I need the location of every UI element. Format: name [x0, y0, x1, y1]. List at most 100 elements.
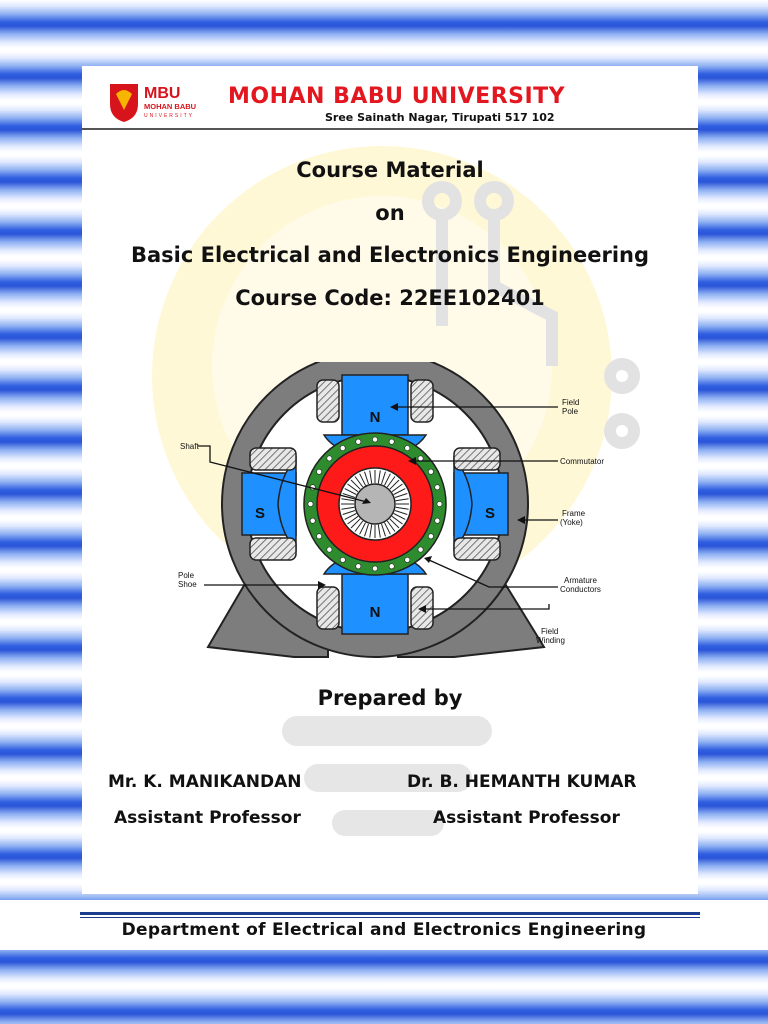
commutator-segment	[347, 483, 359, 493]
commutator-segment	[381, 523, 386, 537]
course-code: Course Code: 22EE102401	[235, 286, 545, 310]
leader-lines	[198, 406, 558, 610]
commutator-segment	[395, 498, 409, 502]
armature-conductor	[404, 445, 411, 451]
armature-conductor	[326, 455, 333, 462]
commutator-segment	[394, 493, 408, 498]
commutator-segment	[393, 513, 406, 520]
armature-conductor	[316, 468, 322, 475]
commutator-segment	[391, 515, 403, 525]
commutator-segments	[341, 470, 409, 538]
label-armature-2: Conductors	[560, 585, 601, 594]
armature-conductor	[372, 436, 378, 443]
commutator-segment	[342, 510, 356, 515]
armature-conductor	[388, 438, 395, 445]
pole-label-north-bottom: N	[370, 604, 381, 621]
cover-page: MBU MOHAN BABU UNIVERSITY MOHAN BABU UNI…	[82, 66, 698, 894]
commutator-segment	[395, 506, 409, 510]
footer-rule	[80, 912, 700, 915]
armature-conductor	[404, 556, 411, 563]
commutator-segment	[377, 524, 381, 538]
label-frame-1: Frame	[562, 509, 586, 518]
armature	[303, 432, 447, 576]
armature-conductor	[372, 565, 378, 572]
commutator-segment	[364, 523, 369, 537]
armature-conductor	[427, 468, 434, 475]
dc-machine-diagram: N N S S Field Pole Commutator	[178, 362, 604, 658]
footer-background	[0, 900, 768, 950]
label-pole-shoe-1: Pole	[178, 571, 195, 580]
title-line-2: on	[375, 201, 405, 225]
shaft	[354, 483, 396, 525]
armature-conductor	[309, 517, 316, 524]
commutator-segment	[344, 513, 357, 520]
armature-conductor	[355, 438, 362, 445]
commutator-segment	[389, 518, 400, 529]
commutator-segment	[354, 520, 364, 532]
logo-subtext-2: UNIVERSITY	[144, 113, 194, 119]
commutator-segment	[350, 479, 361, 490]
commutator-segment	[369, 470, 373, 484]
label-field-winding-2: Winding	[536, 636, 565, 645]
author-2-designation: Assistant Professor	[433, 808, 620, 828]
pole-label-south-right: S	[485, 505, 495, 522]
pole-label-north-top: N	[370, 409, 381, 426]
pole-label-south-left: S	[255, 505, 265, 522]
title-line-1: Course Material	[296, 158, 484, 182]
armature-conductor	[417, 546, 424, 553]
armature-conductor	[417, 455, 424, 462]
label-frame-2: (Yoke)	[560, 518, 583, 527]
commutator-segment	[384, 522, 391, 535]
footer-rule-thin	[80, 917, 700, 918]
armature-conductors	[307, 436, 443, 572]
commutator-segment	[381, 471, 386, 485]
commutator-segment	[359, 473, 366, 486]
author-2-name: Dr. B. HEMANTH KUMAR	[407, 772, 637, 792]
commutator-segment	[341, 506, 355, 510]
commutator-segment	[369, 524, 373, 538]
armature-conductor	[427, 533, 434, 540]
commutator-segment	[386, 520, 396, 532]
commutator-segment	[364, 471, 369, 485]
commutator-segment	[377, 470, 381, 484]
label-commutator: Commutator	[560, 457, 604, 466]
prepared-by-heading: Prepared by	[317, 686, 463, 710]
commutator-segment	[384, 473, 391, 486]
armature-conductor	[339, 445, 346, 451]
armature-conductor	[339, 556, 346, 563]
armature-conductor	[434, 484, 441, 491]
label-field-pole-2: Pole	[562, 407, 579, 416]
commutator-segment	[341, 498, 355, 502]
commutator-segment	[350, 518, 361, 529]
commutator-segment	[386, 476, 396, 488]
armature-conductor	[326, 546, 333, 553]
label-pole-shoe-2: Shoe	[178, 580, 197, 589]
author-1-name: Mr. K. MANIKANDAN	[108, 772, 302, 792]
commutator-segment	[354, 476, 364, 488]
armature-conductor	[388, 563, 395, 570]
author-1-designation: Assistant Professor	[114, 808, 301, 828]
commutator-segment	[359, 522, 366, 535]
commutator-segment	[391, 483, 403, 493]
label-field-winding-1: Field	[541, 627, 558, 636]
armature-conductor	[307, 501, 314, 507]
commutator-segment	[389, 479, 400, 490]
commutator-segment	[393, 488, 406, 495]
armature-conductor	[434, 517, 441, 524]
commutator-segment	[347, 515, 359, 525]
armature-conductor	[355, 563, 362, 570]
armature-conductor	[436, 501, 443, 507]
leader-arrowheads	[318, 403, 525, 613]
title-line-3: Basic Electrical and Electronics Enginee…	[130, 243, 650, 267]
logo-text: MBU	[144, 85, 180, 102]
commutator-segment	[342, 493, 356, 498]
university-logo: MBU MOHAN BABU UNIVERSITY	[110, 84, 196, 122]
label-field-pole-1: Field	[562, 398, 579, 407]
logo-subtext: MOHAN BABU	[144, 102, 196, 111]
university-header: MBU MOHAN BABU UNIVERSITY MOHAN BABU UNI…	[82, 66, 698, 130]
commutator-segment	[344, 488, 357, 495]
armature-conductor	[316, 533, 322, 540]
label-armature-1: Armature	[564, 576, 597, 585]
university-name: MOHAN BABU UNIVERSITY	[228, 84, 566, 109]
label-shaft: Shaft	[180, 442, 199, 451]
